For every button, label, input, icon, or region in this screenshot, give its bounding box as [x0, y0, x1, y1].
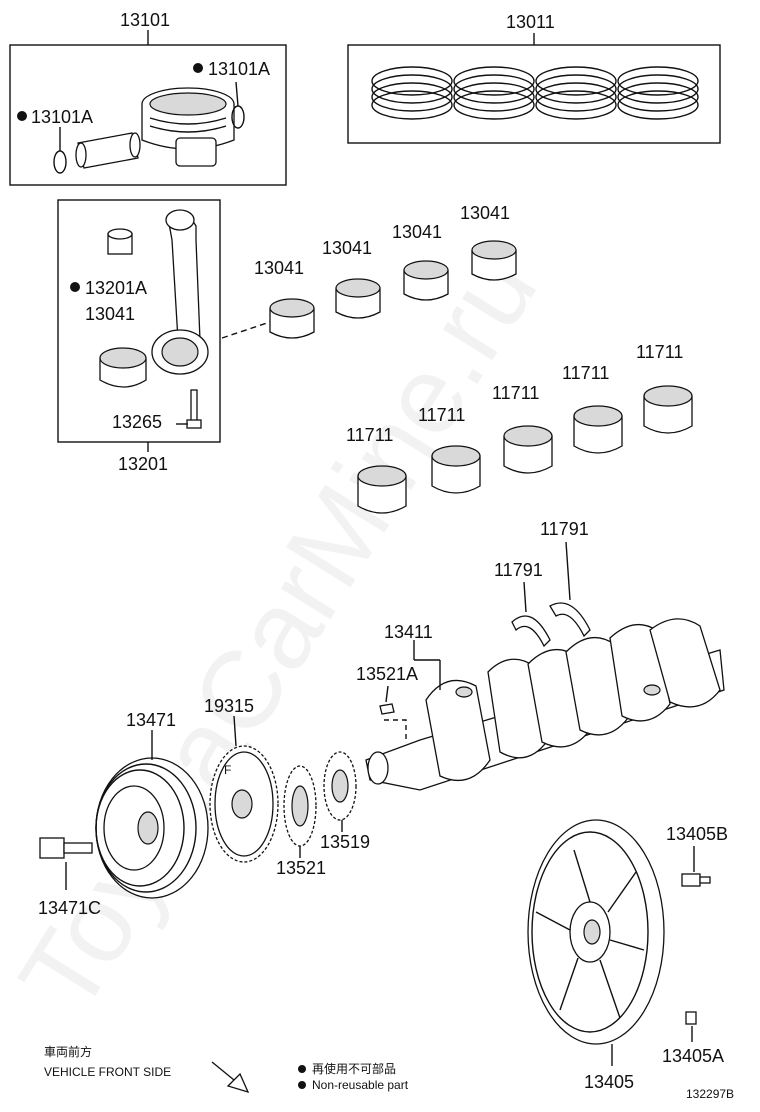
- main-bearing-4-illustration: [573, 405, 623, 454]
- connecting-rod-box: [57, 199, 221, 443]
- label-13405B: 13405B: [666, 824, 728, 844]
- label-13041-d: 13041: [460, 203, 510, 223]
- rod-bolt-illustration: [186, 389, 202, 429]
- label-13471C: 13471C: [38, 898, 101, 918]
- label-13101A-right: 13101A: [208, 59, 270, 79]
- vehicle-front-arrow-icon: [211, 1061, 250, 1094]
- label-13041-box: 13041: [85, 304, 135, 324]
- legend-front-en: VEHICLE FRONT SIDE: [44, 1065, 171, 1079]
- bolt-13405B-illustration: [681, 873, 711, 887]
- legend-nonreuse-jp: 再使用不可部品: [312, 1061, 396, 1076]
- label-13041-b: 13041: [322, 238, 372, 258]
- non-reusable-dot: [298, 1081, 306, 1089]
- rod-bearing-4-illustration: [471, 240, 517, 281]
- bolt-13471C-illustration: [39, 837, 93, 859]
- non-reusable-dot: [70, 282, 80, 292]
- thrust-washer-2-illustration: [549, 602, 591, 638]
- piston-rings-illustration: [371, 66, 699, 120]
- label-13041-a: 13041: [254, 258, 304, 278]
- piston-illustration: [141, 87, 235, 167]
- legend-nonreuse-en: Non-reusable part: [312, 1078, 409, 1092]
- label-11791-a: 11791: [494, 560, 543, 580]
- non-reusable-dot: [298, 1065, 306, 1073]
- label-19315: 19315: [204, 696, 254, 716]
- label-13265: 13265: [112, 412, 162, 432]
- main-bearing-5-illustration: [643, 385, 693, 434]
- oil-pump-sprocket-13519-illustration: [323, 751, 357, 821]
- piston-pin-illustration: [75, 132, 141, 169]
- label-11791-b: 11791: [540, 519, 589, 539]
- label-13521A: 13521A: [356, 664, 418, 684]
- non-reusable-dot: [193, 63, 203, 73]
- crankshaft-pulley-illustration: [95, 757, 209, 899]
- thrust-washer-1-illustration: [511, 615, 551, 648]
- drive-plate-illustration: [527, 819, 665, 1045]
- rod-bearing-2-illustration: [335, 278, 381, 319]
- label-11711-d: 11711: [562, 363, 609, 383]
- label-13519: 13519: [320, 832, 370, 852]
- svg-text:F: F: [224, 763, 231, 777]
- label-13411: 13411: [384, 622, 433, 642]
- label-11711-b: 11711: [418, 405, 465, 425]
- ring-set-box: [347, 44, 721, 144]
- legend-front-jp: 車両前方: [44, 1044, 92, 1059]
- small-end-bushing-illustration: [107, 228, 133, 255]
- timing-rotor-19315-illustration: F: [209, 745, 279, 863]
- rod-bearing-box-illustration: [99, 347, 147, 388]
- label-11711-c: 11711: [492, 383, 539, 403]
- label-13041-c: 13041: [392, 222, 442, 242]
- label-13011: 13011: [506, 12, 555, 32]
- label-11711-e: 11711: [636, 342, 683, 362]
- label-13521: 13521: [276, 858, 326, 878]
- label-13201: 13201: [118, 454, 168, 474]
- snap-ring-left-illustration: [53, 150, 67, 174]
- label-13101: 13101: [120, 10, 170, 30]
- crank-key-illustration: [379, 703, 395, 715]
- main-bearing-3-illustration: [503, 425, 553, 474]
- crankshaft-illustration: [365, 618, 725, 791]
- non-reusable-dot: [17, 111, 27, 121]
- label-13405A: 13405A: [662, 1046, 724, 1066]
- figure-code: 132297B: [686, 1087, 734, 1101]
- label-13405: 13405: [584, 1072, 634, 1092]
- main-bearing-1-illustration: [357, 465, 407, 514]
- label-13471: 13471: [126, 710, 176, 730]
- label-13101A-left: 13101A: [31, 107, 93, 127]
- label-13201A: 13201A: [85, 278, 147, 298]
- rod-bearing-3-illustration: [403, 260, 449, 301]
- rod-bearing-1-illustration: [269, 298, 315, 339]
- main-bearing-2-illustration: [431, 445, 481, 494]
- timing-sprocket-13521-illustration: [283, 765, 317, 847]
- pin-13405A-illustration: [685, 1011, 697, 1025]
- connecting-rod-illustration: [151, 209, 209, 375]
- label-11711-a: 11711: [346, 425, 393, 445]
